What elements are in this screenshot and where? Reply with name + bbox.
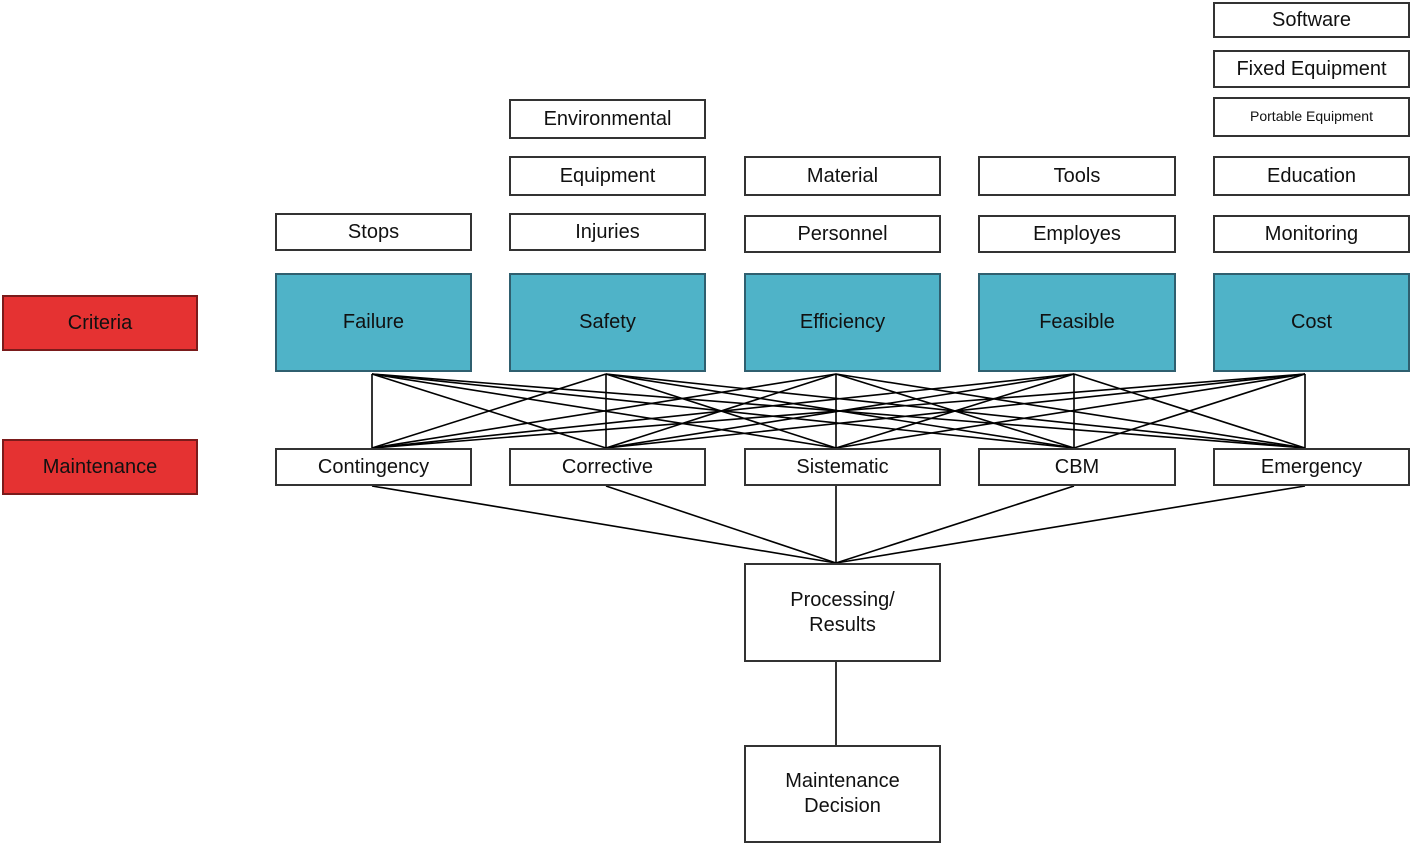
subcriterion-fixed-equipment: Fixed Equipment	[1213, 50, 1410, 88]
subcriterion-monitoring: Monitoring	[1213, 215, 1410, 253]
maintenance-corrective: Corrective	[509, 448, 706, 486]
subcriterion-stops: Stops	[275, 213, 472, 251]
link-criterion-4-to-maintenance-1	[605, 373, 1306, 449]
link-maintenance-1-to-processing	[605, 485, 837, 564]
subcriterion-software: Software	[1213, 2, 1410, 38]
criterion-failure: Failure	[275, 273, 472, 372]
link-criterion-3-to-maintenance-0	[371, 373, 1075, 449]
subcriterion-education: Education	[1213, 156, 1410, 196]
criterion-efficiency: Efficiency	[744, 273, 941, 372]
maintenance-decision-box: Maintenance Decision	[744, 745, 941, 843]
maintenance-cbm: CBM	[978, 448, 1176, 486]
maintenance-sistematic: Sistematic	[744, 448, 941, 486]
maintenance-contingency: Contingency	[275, 448, 472, 486]
link-maintenance-3-to-processing	[835, 485, 1075, 564]
link-maintenance-0-to-processing	[371, 485, 837, 564]
link-criterion-4-to-maintenance-2	[835, 373, 1306, 449]
subcriterion-personnel: Personnel	[744, 215, 941, 253]
link-criterion-2-to-maintenance-0	[371, 373, 837, 449]
maintenance-emergency: Emergency	[1213, 448, 1410, 486]
criterion-safety: Safety	[509, 273, 706, 372]
subcriterion-employes: Employes	[978, 215, 1176, 253]
link-criterion-4-to-maintenance-3	[1073, 373, 1306, 449]
criterion-cost: Cost	[1213, 273, 1410, 372]
processing-results-box: Processing/ Results	[744, 563, 941, 662]
subcriterion-equipment: Equipment	[509, 156, 706, 196]
subcriterion-portable-equipment: Portable Equipment	[1213, 97, 1410, 137]
criteria-row-label: Criteria	[2, 295, 198, 351]
criterion-feasible: Feasible	[978, 273, 1176, 372]
link-maintenance-4-to-processing	[835, 485, 1306, 564]
subcriterion-tools: Tools	[978, 156, 1176, 196]
maintenance-row-label: Maintenance	[2, 439, 198, 495]
subcriterion-material: Material	[744, 156, 941, 196]
link-criterion-1-to-maintenance-0	[371, 373, 607, 449]
subcriterion-environmental: Environmental	[509, 99, 706, 139]
link-criterion-4-to-maintenance-0	[371, 373, 1306, 449]
subcriterion-injuries: Injuries	[509, 213, 706, 251]
